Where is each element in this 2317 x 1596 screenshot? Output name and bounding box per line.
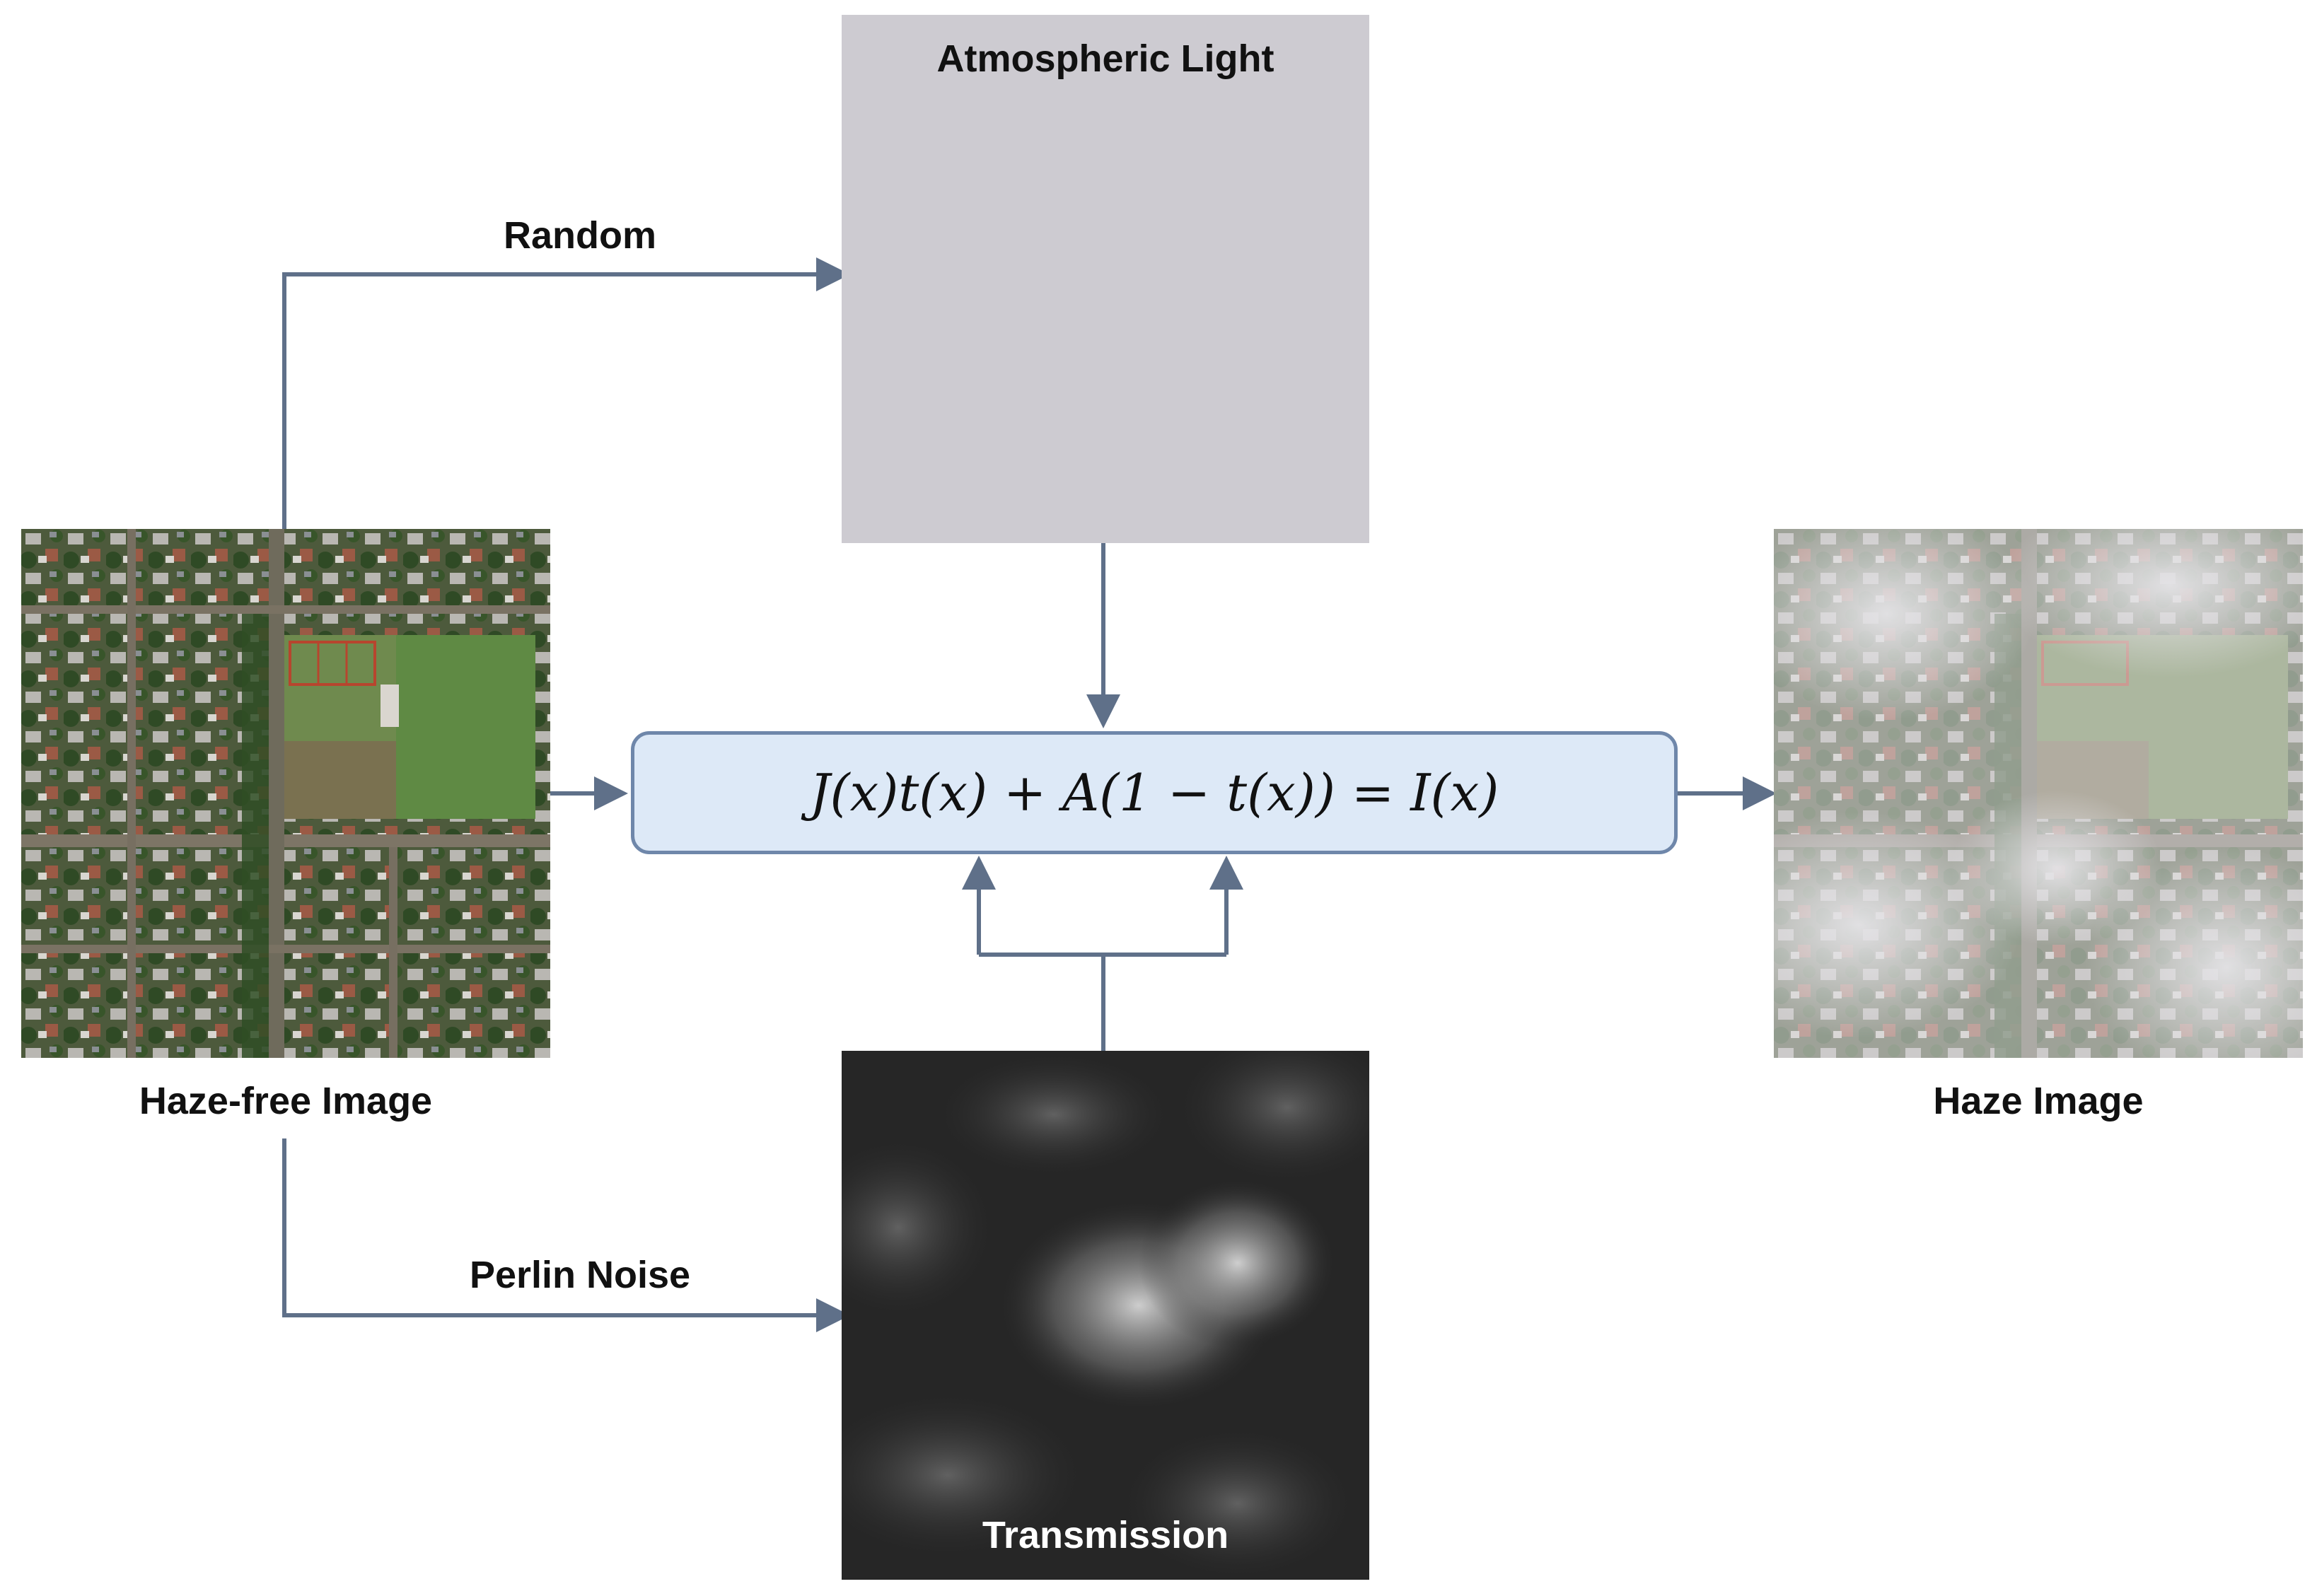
haze-image [1696, 494, 2317, 1088]
haze-image-label: Haze Image [1933, 1080, 2144, 1122]
random-arrow [282, 257, 850, 529]
random-label: Random [504, 214, 656, 257]
aerial-photo [21, 529, 550, 1058]
haze-free-image [21, 529, 550, 1058]
perlin-noise-texture [799, 1030, 1400, 1581]
atmospheric-light-panel [842, 15, 1369, 543]
perlin-arrow [282, 1138, 850, 1332]
haze-model-formula: J(x)t(x) + A(1 − t(x)) = I(x) [809, 763, 1499, 822]
atmospheric-light-label: Atmospheric Light [936, 37, 1274, 80]
transmission-map [799, 1030, 1400, 1581]
perlin-noise-label: Perlin Noise [469, 1254, 691, 1296]
hazy-aerial-photo [1696, 494, 2317, 1088]
haze-free-image-label: Haze-free Image [139, 1080, 433, 1122]
haze-model-formula-box: J(x)t(x) + A(1 − t(x)) = I(x) [631, 731, 1678, 854]
transmission-label: Transmission [982, 1514, 1229, 1556]
